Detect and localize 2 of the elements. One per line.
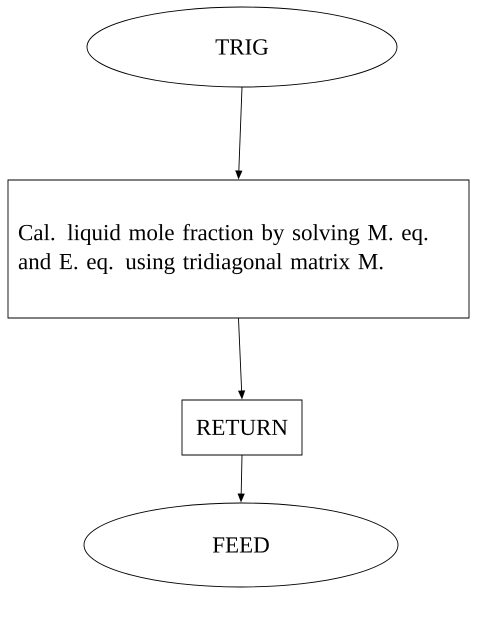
process-box: RETURN [182, 400, 302, 456]
process-box: Cal. liquid mole fraction by solving M. eq. and E. eq. using tridiagonal matrix M. [8, 180, 470, 318]
